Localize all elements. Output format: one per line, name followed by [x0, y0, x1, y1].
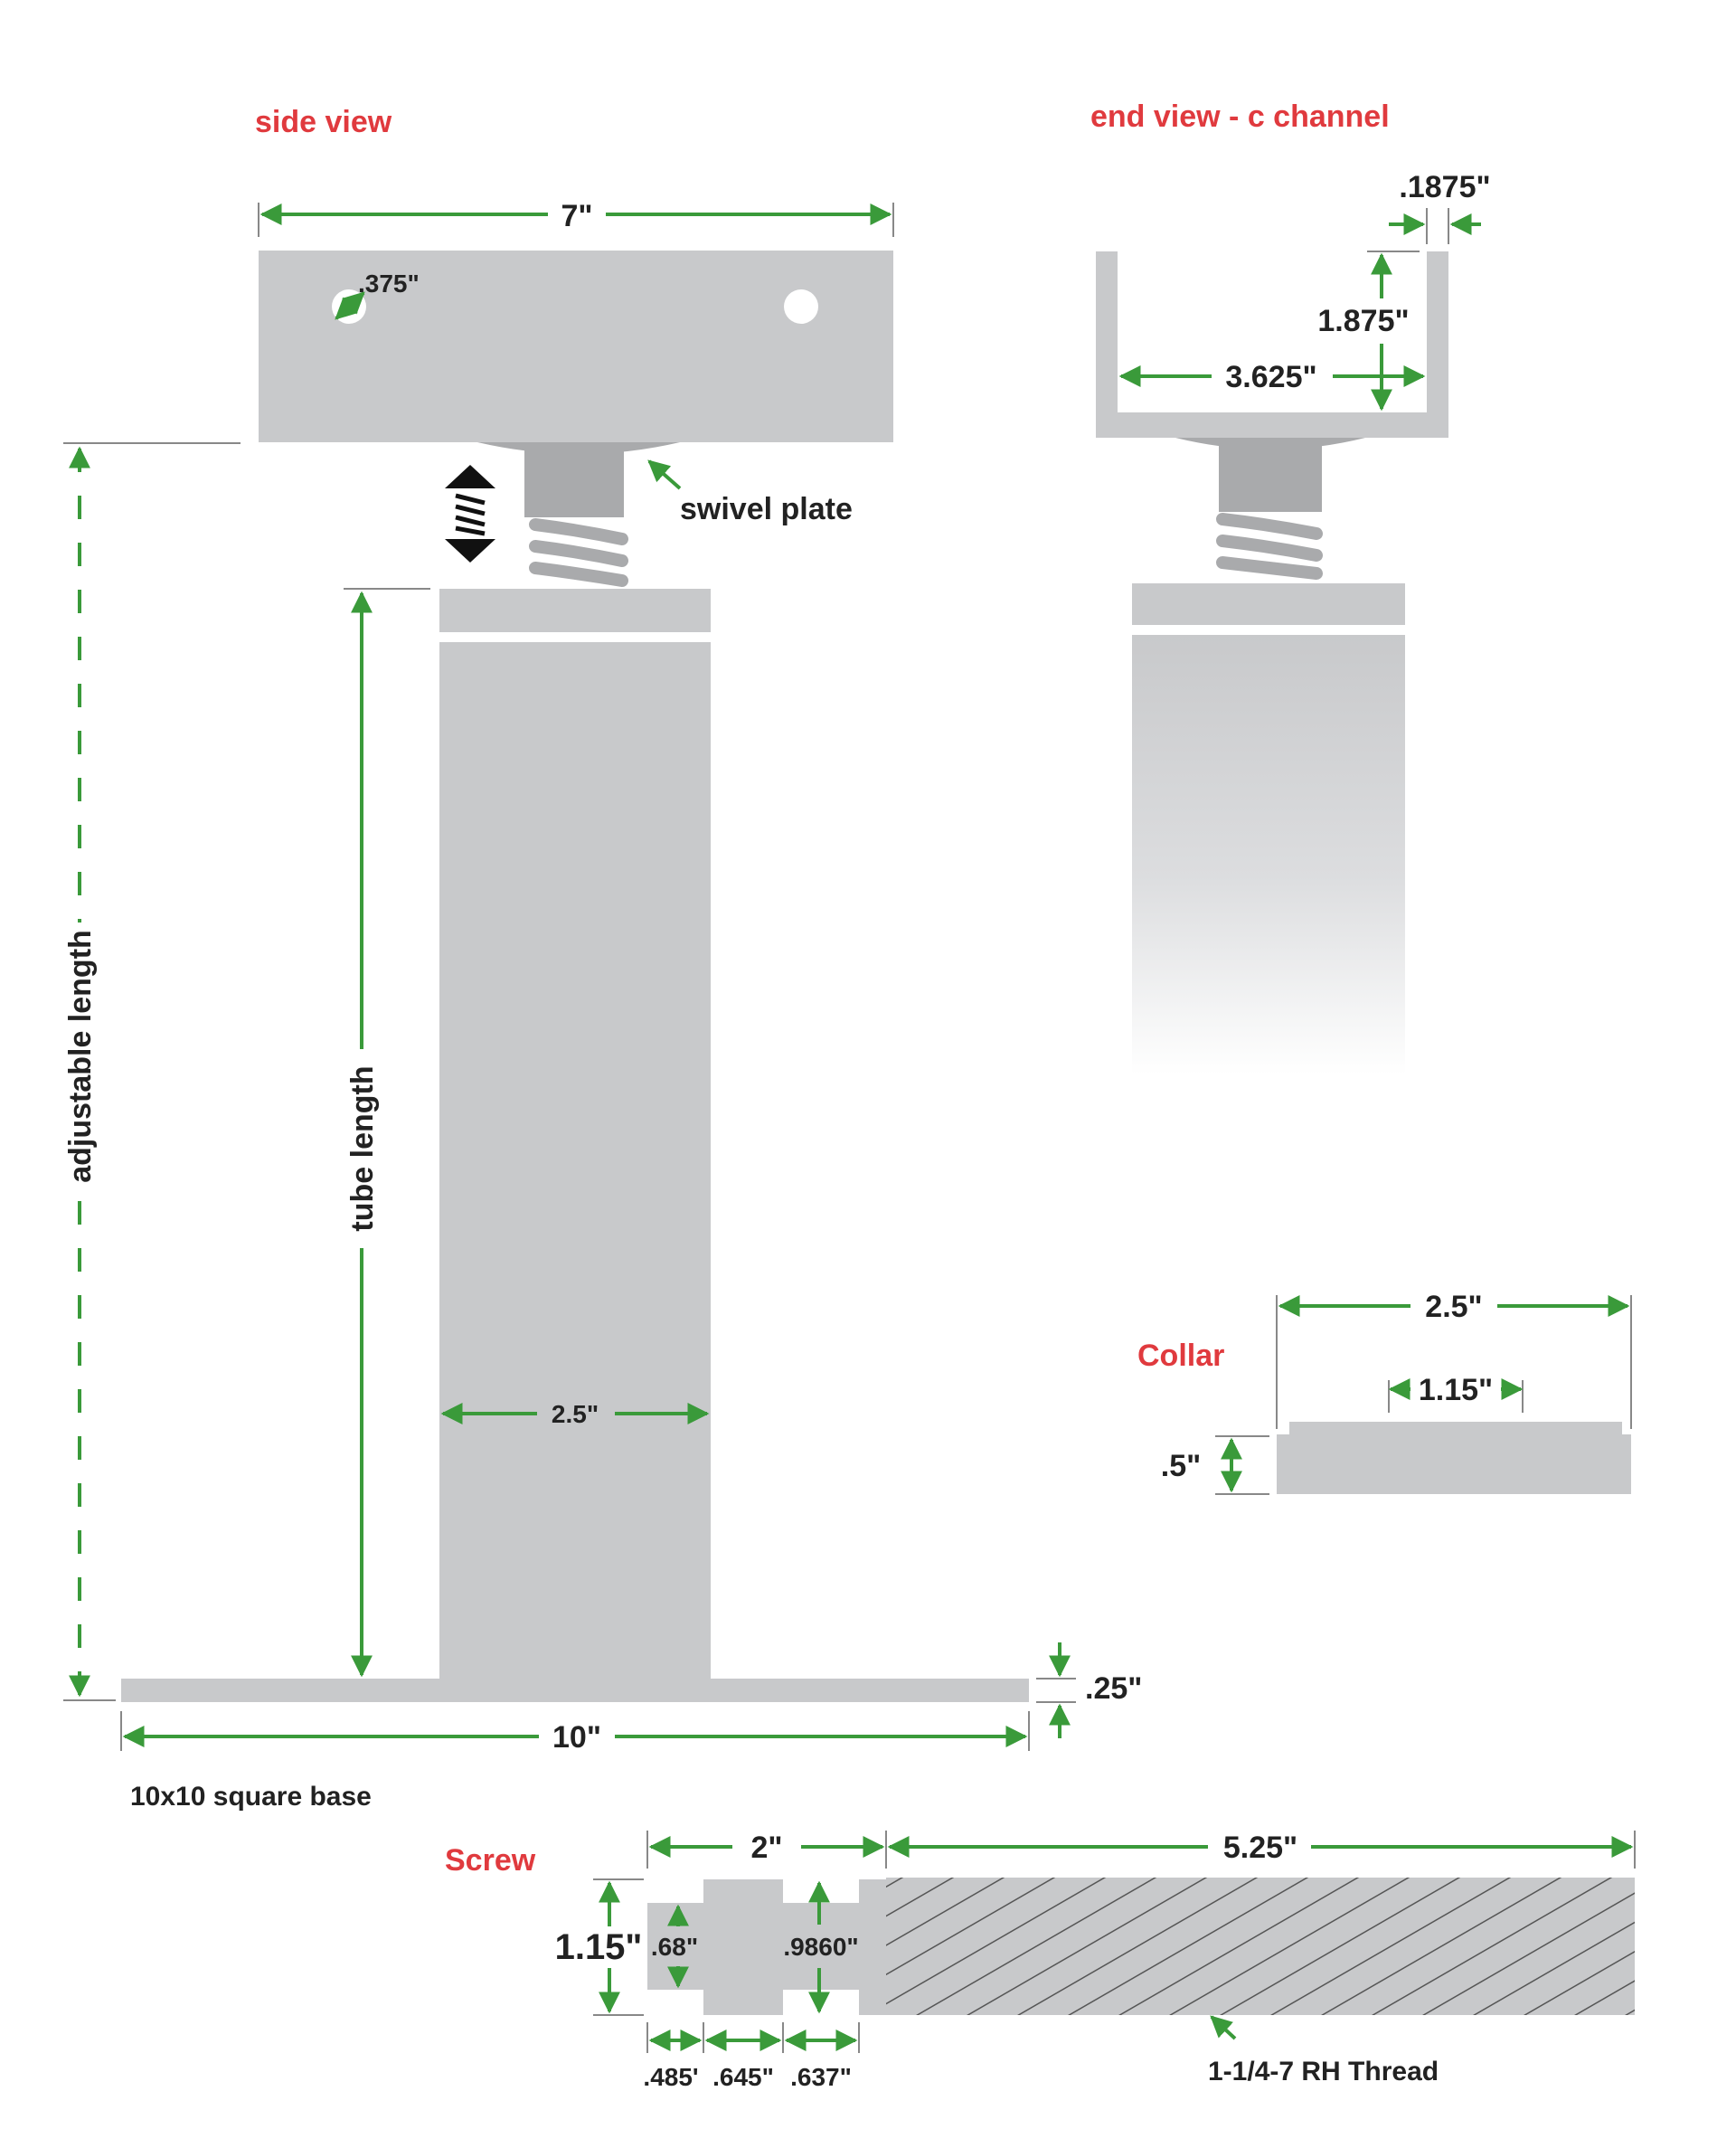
seg2-label: .645" — [712, 2063, 774, 2091]
thread-pointer-arrow — [1210, 2015, 1237, 2040]
tube — [439, 642, 711, 1679]
hole-dim-label: .375" — [358, 270, 420, 298]
minor-b-label: .9860" — [783, 1933, 858, 1961]
tube-collar — [439, 589, 711, 632]
c-channel — [1096, 251, 1448, 438]
end-collar — [1132, 583, 1405, 625]
swivel-pointer-arrow — [647, 459, 682, 490]
base-plate — [121, 1679, 1029, 1702]
adjustable-label-bg — [63, 923, 96, 1194]
end-swivel-neck — [1219, 440, 1322, 512]
screw-title: Screw — [445, 1843, 536, 1878]
screw-head — [647, 1879, 886, 2015]
base-width-label: 10" — [552, 1720, 601, 1755]
end-spring-coils — [1216, 513, 1323, 580]
wall-label: .1875" — [1399, 170, 1490, 204]
base-thickness-label: .25" — [1085, 1671, 1142, 1706]
tube-width-label: 2.5" — [552, 1400, 599, 1428]
collar-title: Collar — [1137, 1339, 1224, 1373]
side-view-title: side view — [255, 105, 392, 139]
inner-width-label: 3.625" — [1225, 360, 1316, 394]
spring-coils — [529, 518, 628, 587]
collar-outer-label: 2.5" — [1425, 1290, 1482, 1324]
collar-inner-label: 1.15" — [1419, 1373, 1493, 1407]
screw-thread — [886, 1878, 1635, 2015]
plate-width-label: 7" — [561, 199, 592, 233]
collar-height-label: .5" — [1161, 1449, 1201, 1483]
hole-dim-arrow — [335, 291, 365, 320]
thread-spec-label: 1-1/4-7 RH Thread — [1208, 2057, 1439, 2086]
plate-hole-right — [784, 289, 818, 324]
major-dia-label: 1.15" — [555, 1927, 643, 1967]
seg1-label: .485' — [643, 2063, 698, 2091]
head-length-label: 2" — [750, 1831, 782, 1865]
adjustable-length-label: adjustable length — [63, 930, 98, 1183]
seg3-label: .637" — [790, 2063, 852, 2091]
swivel-neck — [524, 445, 624, 517]
collar-part — [1277, 1422, 1631, 1494]
adjust-arrow-icon — [445, 465, 495, 563]
top-plate — [259, 251, 893, 442]
thread-length-label: 5.25" — [1223, 1831, 1297, 1865]
end-tube — [1132, 635, 1405, 1074]
minor-a-label: .68" — [651, 1933, 698, 1961]
end-view-title: end view - c channel — [1090, 99, 1390, 134]
depth-label: 1.875" — [1317, 304, 1409, 338]
tube-length-label: tube length — [345, 1065, 380, 1231]
swivel-plate-label: swivel plate — [680, 492, 853, 526]
base-note: 10x10 square base — [130, 1782, 372, 1812]
